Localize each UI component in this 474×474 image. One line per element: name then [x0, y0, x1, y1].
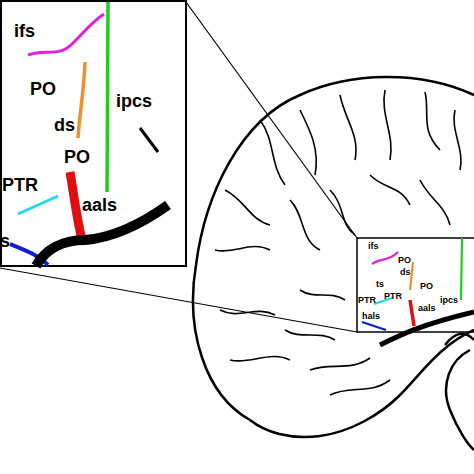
sulcus-label: s — [0, 232, 10, 250]
sulcus-label: aals — [82, 196, 117, 214]
brainstem-outline — [445, 334, 474, 345]
sulcus-label: PTR — [384, 292, 402, 301]
sulcus-label: ipcs — [116, 92, 152, 110]
sulcus-label: PTR — [2, 176, 38, 194]
zoom-leader-line — [0, 268, 357, 332]
zoom-leader-line — [186, 2, 357, 238]
zoom-region-box — [357, 238, 474, 332]
sulcus-label: ds — [54, 116, 75, 134]
inset-sulci-traces — [10, 2, 168, 266]
sulci — [215, 90, 461, 395]
brain-outline — [193, 77, 474, 420]
temporal-lobe-outline — [250, 330, 474, 437]
sulcus-label: PO — [30, 80, 56, 98]
zoom-inset-frame — [1, 1, 186, 266]
small-sulci-traces — [362, 238, 462, 330]
sulcus-label: hals — [362, 312, 380, 321]
sulcus-label: PTR — [358, 296, 376, 305]
sylvian-fissure — [380, 312, 474, 345]
sulcus-label: ifs — [368, 242, 379, 251]
sulcus-label: PO — [398, 256, 411, 265]
sulcus-label: ifs — [14, 22, 35, 40]
sulcus-label: aals — [418, 304, 436, 313]
sulcus-label: ipcs — [440, 296, 458, 305]
sulcus-label: PO — [420, 282, 433, 291]
sulcus-label: ds — [400, 268, 411, 277]
cerebellum-outline — [446, 350, 474, 450]
sulcus-label: PO — [64, 148, 90, 166]
sulcus-label: ts — [376, 280, 384, 289]
